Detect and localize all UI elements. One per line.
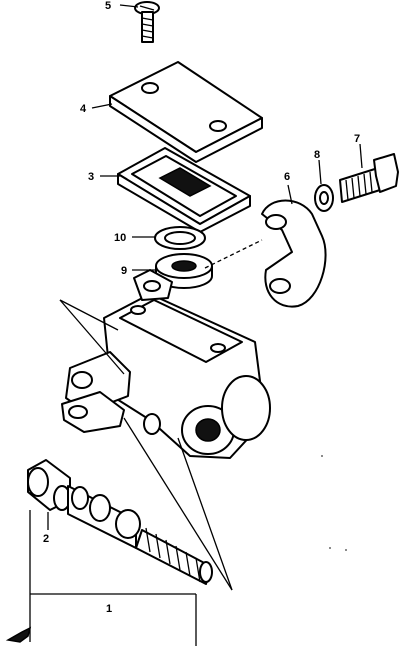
master-cylinder-body — [61, 269, 271, 459]
leader-6 — [287, 184, 293, 205]
callout-4: 4 — [80, 103, 87, 115]
callout-6: 6 — [284, 171, 290, 183]
alignment-line-clamp — [204, 239, 263, 269]
callout-10: 10 — [114, 232, 126, 244]
leader-4 — [91, 103, 113, 109]
part-9-seal — [155, 253, 213, 289]
part-8-washer — [314, 184, 334, 212]
speck — [345, 549, 347, 551]
guide-lines — [59, 299, 233, 591]
callout-bracket-1 — [29, 510, 197, 646]
part-3-diaphragm — [117, 147, 251, 233]
speck — [321, 455, 323, 457]
front-arrow-icon — [5, 626, 32, 643]
part-6-clamp — [261, 199, 327, 308]
leader-5 — [119, 4, 139, 8]
part-4-cap — [109, 61, 263, 163]
callout-8: 8 — [314, 149, 320, 161]
part-1-piston-assembly — [53, 485, 213, 585]
callout-7: 7 — [354, 133, 360, 145]
leader-7 — [359, 143, 363, 169]
callout-1: 1 — [106, 603, 112, 615]
leader-8 — [318, 159, 322, 185]
callout-9: 9 — [121, 265, 127, 277]
part-7-bolt — [339, 153, 399, 203]
part-10-oring — [154, 226, 206, 250]
callout-3: 3 — [88, 171, 94, 183]
part-5-screw — [134, 1, 160, 43]
speck — [329, 547, 331, 549]
callout-5: 5 — [105, 0, 111, 12]
callout-2: 2 — [43, 533, 49, 545]
